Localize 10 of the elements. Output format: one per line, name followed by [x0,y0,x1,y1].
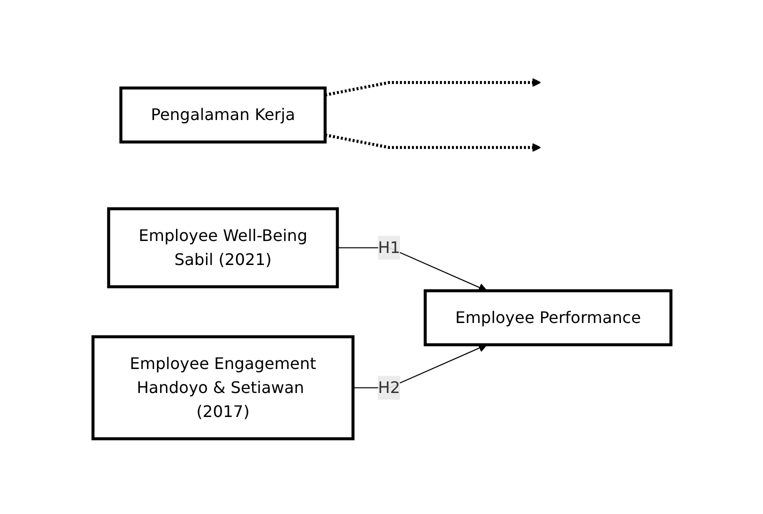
edge-label: H2 [378,378,400,397]
node-box: Employee Engagement Handoyo & Setiawan (2017) [91,335,354,440]
arrow [324,134,540,152]
arrow [324,78,540,97]
arrow [352,344,487,388]
node-box: Employee Performance [423,289,672,346]
arrow [336,247,487,292]
node-box: Employee Well-Being Sabil (2021) [106,207,338,288]
node-box: Pengalaman Kerja [118,86,326,144]
edge-label: H1 [378,238,400,257]
